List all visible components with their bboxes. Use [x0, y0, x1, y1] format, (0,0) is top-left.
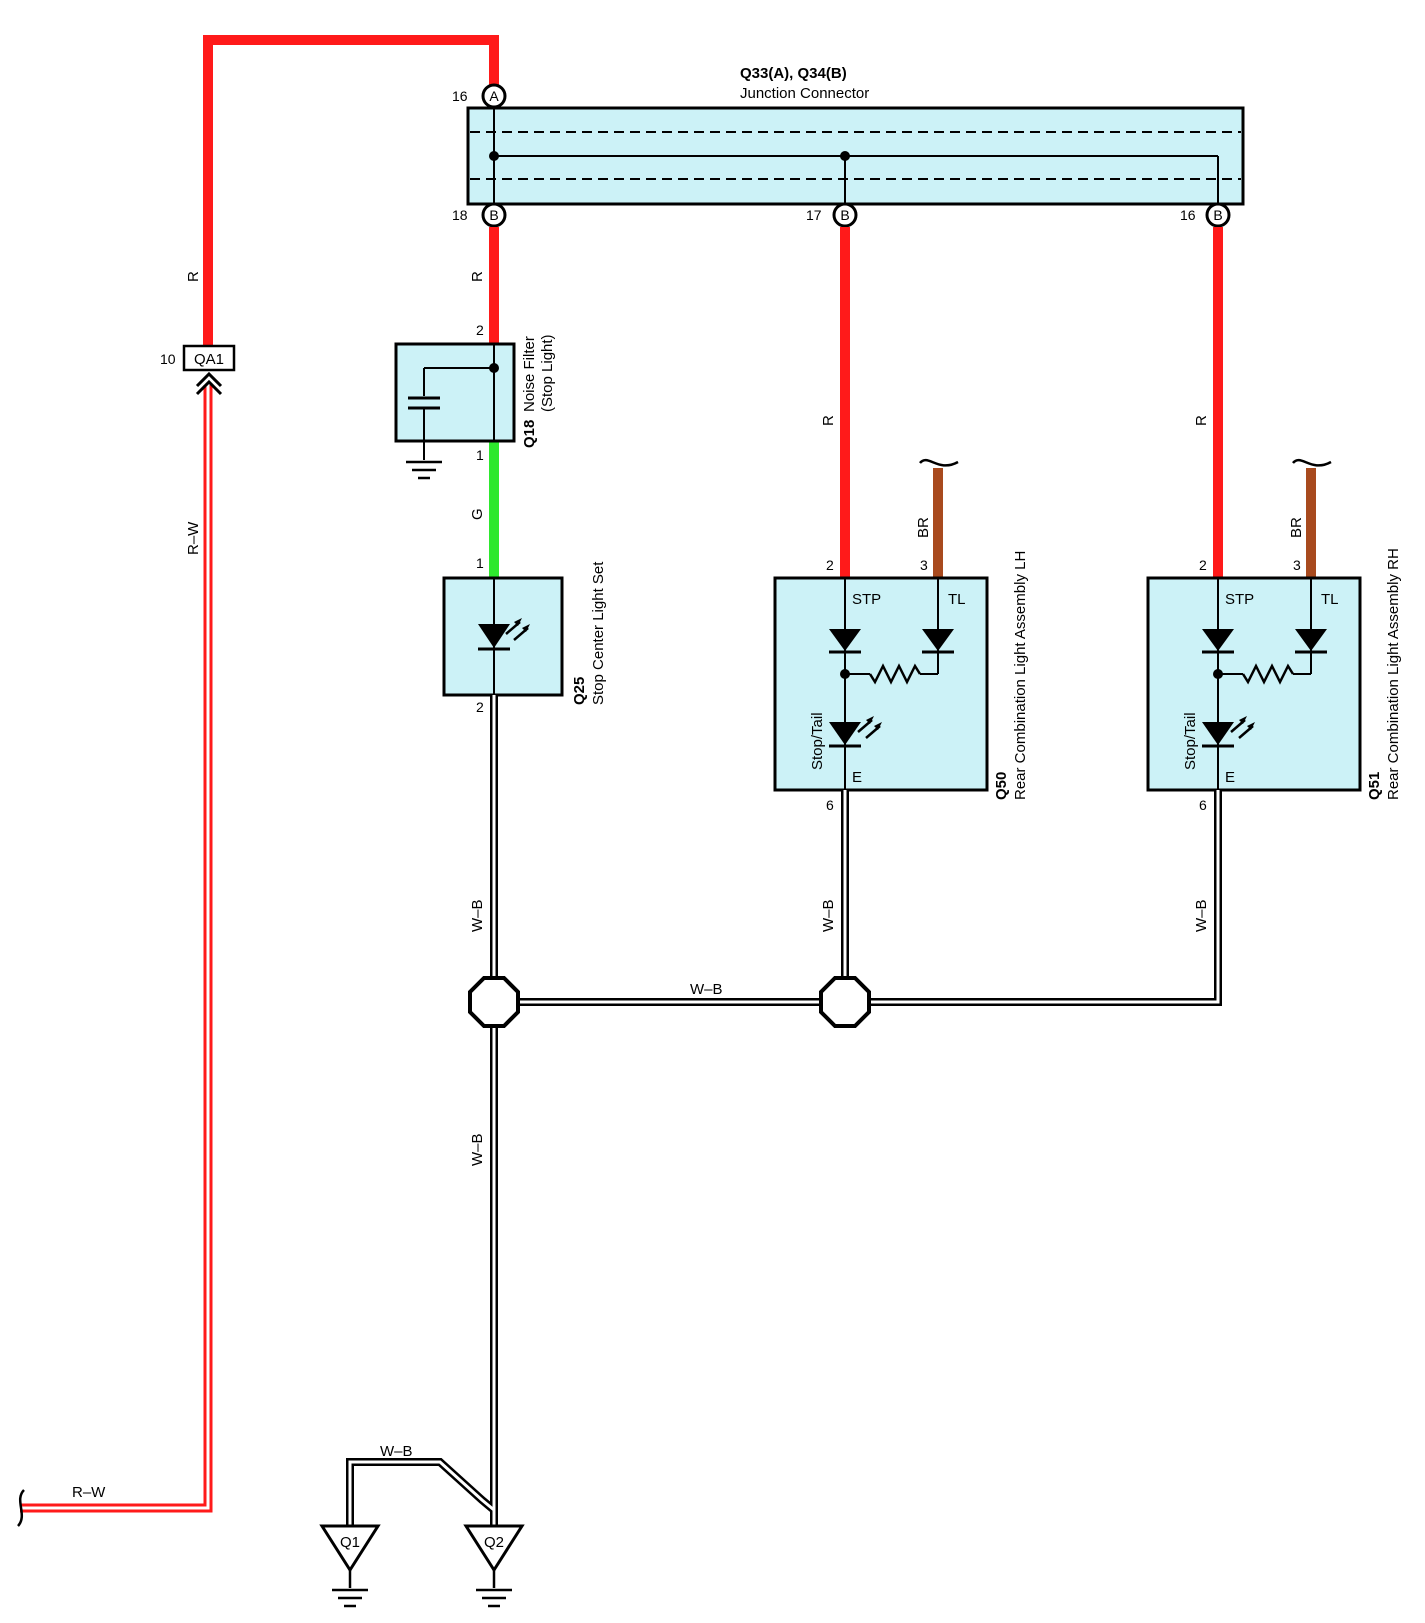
diode-icon: [829, 629, 861, 654]
wire-break-icon: [1292, 458, 1332, 467]
rear-lh-pin-stp: 2: [826, 557, 834, 573]
wire-label-wb-ground: W–B: [380, 1443, 413, 1460]
led-icon: [478, 618, 530, 651]
junction-pin-a-letter: A: [489, 88, 499, 104]
rear-rh-name: Rear Combination Light Assembly RH: [1385, 548, 1402, 800]
wire-label-wb-lower: W–B: [469, 1133, 486, 1166]
wire-label-r-main: R: [185, 271, 202, 282]
rear-rh-pin-stp: 2: [1199, 557, 1207, 573]
wire-label-r-jb18: R: [469, 271, 486, 282]
rear-lh-stp-label: STP: [852, 591, 881, 608]
diode-icon: [1295, 629, 1327, 654]
wire-label-br-rh: BR: [1288, 517, 1305, 538]
connector-qa1-label: QA1: [194, 351, 224, 368]
wire-labels: R–W W–B W–B R R–W R G R BR R BR W–B W–B …: [72, 271, 1305, 1501]
connector-qa1: QA1 10: [160, 344, 236, 396]
junction-pin-b18-number: 18: [452, 207, 468, 223]
wire-label-wb-q25: W–B: [469, 899, 486, 932]
rear-lh-name: Rear Combination Light Assembly LH: [1012, 551, 1029, 800]
r-supply-wire: [203, 35, 499, 350]
wire-label-wb-rh: W–B: [1193, 899, 1210, 932]
q25-pin-top: 1: [476, 555, 484, 571]
wire-label-wb-horizontal: W–B: [690, 981, 723, 998]
splice-point: [468, 976, 520, 1028]
wire-label-rw-bottom: R–W: [72, 1484, 106, 1501]
connector-arrow-icon: [195, 371, 223, 388]
wire-break-icon: [919, 458, 959, 467]
rear-rh-pin-tl: 3: [1293, 557, 1301, 573]
q25-code: Q25: [571, 677, 588, 705]
led-icon: [829, 716, 882, 748]
rear-combination-lh-q50: STP TL E Stop/Tail 2 3 6 Q50 Rear Combin…: [773, 551, 1029, 813]
junction-connector: Q33(A), Q34(B) Junction Connector A 16 B…: [452, 65, 1245, 228]
rear-lh-e-label: E: [852, 769, 862, 786]
junction-pin-b-letter: B: [489, 207, 498, 223]
rear-rh-e-label: E: [1225, 769, 1235, 786]
rear-rh-code: Q51: [1366, 772, 1383, 800]
noise-filter-name: Noise Filter: [521, 336, 538, 412]
wire-label-rw-vertical: R–W: [185, 521, 202, 555]
junction-pin-b-letter: B: [1213, 207, 1222, 223]
rear-lh-pin-e: 6: [826, 797, 834, 813]
wb-ground-wires: [346, 695, 1222, 1540]
resistor-icon: [1241, 663, 1295, 685]
rw-supply-wire: [16, 385, 213, 1527]
junction-pin-a-number: 16: [452, 88, 468, 104]
wire-label-r-rh: R: [1193, 415, 1210, 426]
wire-label-g: G: [469, 508, 486, 520]
wire-label-wb-lh: W–B: [820, 899, 837, 932]
q25-name: Stop Center Light Set: [590, 561, 607, 705]
rear-lh-lamp-label: Stop/Tail: [809, 712, 826, 770]
rear-lh-code: Q50: [993, 772, 1010, 800]
noise-filter-pin-bottom: 1: [476, 447, 484, 463]
noise-filter-name-line2: (Stop Light): [539, 334, 556, 412]
diode-icon: [922, 629, 954, 654]
rear-rh-lamp-label: Stop/Tail: [1182, 712, 1199, 770]
ground-icon: [476, 1588, 512, 1608]
connector-qa1-pin: 10: [160, 351, 176, 367]
junction-pin-b17-number: 17: [806, 207, 822, 223]
junction-subtitle: Junction Connector: [740, 85, 869, 102]
wire-break-icon: [16, 1489, 26, 1527]
resistor-icon: [868, 663, 922, 685]
ground-icon: [406, 460, 442, 480]
splice-point: [819, 976, 871, 1028]
rear-combination-rh-q51: STP TL E Stop/Tail 2 3 6 Q51 Rear Combin…: [1146, 548, 1402, 813]
ground-q2-label: Q2: [484, 1534, 504, 1551]
junction-pin-b-letter: B: [840, 207, 849, 223]
rear-rh-pin-e: 6: [1199, 797, 1207, 813]
noise-filter-pin-top: 2: [476, 322, 484, 338]
diode-icon: [1202, 629, 1234, 654]
junction-title: Q33(A), Q34(B): [740, 65, 847, 82]
noise-filter-q18: 2 1 Q18 Noise Filter (Stop Light): [394, 322, 556, 480]
rear-lh-tl-label: TL: [948, 591, 966, 608]
ground-point-q2: Q2: [463, 1524, 525, 1608]
q25-pin-bottom: 2: [476, 699, 484, 715]
rear-lh-pin-tl: 3: [920, 557, 928, 573]
wire-label-br-lh: BR: [915, 517, 932, 538]
junction-pin-b16-number: 16: [1180, 207, 1196, 223]
rear-rh-tl-label: TL: [1321, 591, 1339, 608]
stop-center-light-q25: 1 2 Q25 Stop Center Light Set: [442, 555, 607, 715]
rear-rh-stp-label: STP: [1225, 591, 1254, 608]
ground-q1-label: Q1: [340, 1534, 360, 1551]
ground-point-q1: Q1: [319, 1524, 381, 1608]
noise-filter-code: Q18: [521, 420, 538, 448]
ground-icon: [332, 1588, 368, 1608]
wire-label-r-lh: R: [820, 415, 837, 426]
led-icon: [1202, 716, 1255, 748]
